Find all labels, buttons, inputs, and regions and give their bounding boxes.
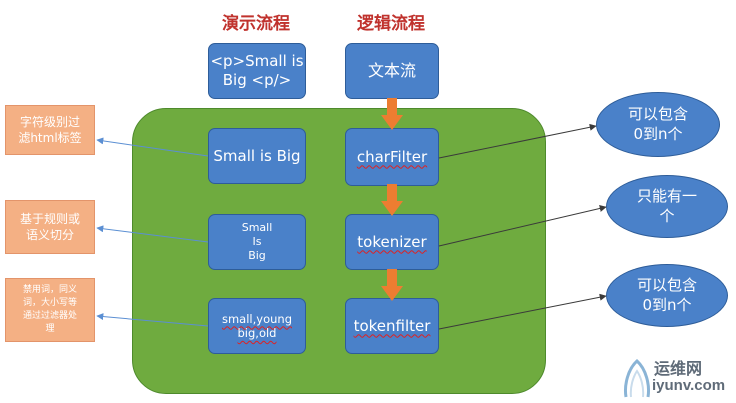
note-charfilter-line2: 滤html标签 [18, 131, 82, 145]
note-tokenfilter-line4: 理 [45, 324, 55, 335]
count-tokenizer-line1: 只能有一 [636, 187, 697, 205]
demo-tokenfilter-line2: big,old [237, 326, 277, 340]
watermark-logo-icon [624, 358, 650, 398]
demo-token-1: Small [241, 221, 273, 235]
note-charfilter-line1: 字符级别过 [19, 114, 80, 129]
text-stream-label: 文本流 [367, 61, 416, 80]
tokenfilter-box: tokenfilter [345, 298, 439, 354]
note-tokenizer: 基于规则或 语义切分 [5, 200, 95, 254]
count-tokenfilter-line1: 可以包含 [636, 276, 697, 294]
watermark-site: iyunv.com [652, 377, 726, 394]
demo-input-box: <p>Small is Big <p/> [208, 43, 306, 99]
count-charfilter-line1: 可以包含 [627, 105, 688, 123]
demo-token-3: Big [248, 248, 266, 262]
demo-tokenizer-output: Small Is Big [208, 214, 306, 270]
watermark: 运维网 iyunv.com [620, 355, 732, 401]
note-tokenfilter: 禁用词，同义 词，大小写等 通过过滤器处 理 [5, 278, 95, 342]
note-tokenfilter-line2: 词，大小写等 [22, 297, 77, 308]
demo-charfilter-text: Small is Big [213, 146, 301, 165]
demo-flow-heading: 演示流程 [222, 14, 290, 34]
logic-flow-heading: 逻辑流程 [357, 14, 425, 34]
note-tokenfilter-line3: 通过过滤器处 [22, 311, 77, 321]
count-ellipse-tokenizer: 只能有一 个 [606, 175, 728, 238]
demo-tokenfilter-line1: small,young [221, 311, 292, 326]
note-charfilter: 字符级别过 滤html标签 [5, 105, 95, 155]
count-tokenfilter-line2: 0到n个 [642, 295, 692, 314]
charfilter-box: charFilter [345, 128, 439, 186]
demo-input-line1: <p>Small is [210, 52, 304, 71]
tokenizer-label: tokenizer [357, 232, 427, 251]
note-tokenfilter-line1: 禁用词，同义 [22, 284, 77, 295]
watermark-name: 运维网 [654, 361, 703, 378]
demo-input-line2: Big <p/> [222, 71, 292, 89]
demo-token-2: Is [252, 235, 262, 249]
demo-charfilter-output: Small is Big [208, 128, 306, 184]
count-ellipse-tokenfilter: 可以包含 0到n个 [606, 264, 728, 327]
note-tokenizer-line2: 语义切分 [25, 228, 74, 242]
charfilter-label: charFilter [356, 147, 428, 166]
note-tokenizer-line1: 基于规则或 [19, 211, 80, 226]
count-ellipse-charfilter: 可以包含 0到n个 [596, 92, 720, 157]
flow-arrow-3 [381, 269, 403, 301]
demo-tokenfilter-output: small,young big,old [208, 298, 306, 354]
count-charfilter-line2: 0到n个 [633, 124, 683, 143]
analyzer-panel [132, 108, 546, 394]
tokenfilter-label: tokenfilter [353, 316, 431, 335]
flow-arrow-2 [381, 184, 403, 216]
count-tokenizer-line2: 个 [659, 206, 675, 225]
flow-arrow-1 [381, 98, 403, 130]
text-stream-box: 文本流 [345, 43, 439, 99]
tokenizer-box: tokenizer [345, 214, 439, 270]
